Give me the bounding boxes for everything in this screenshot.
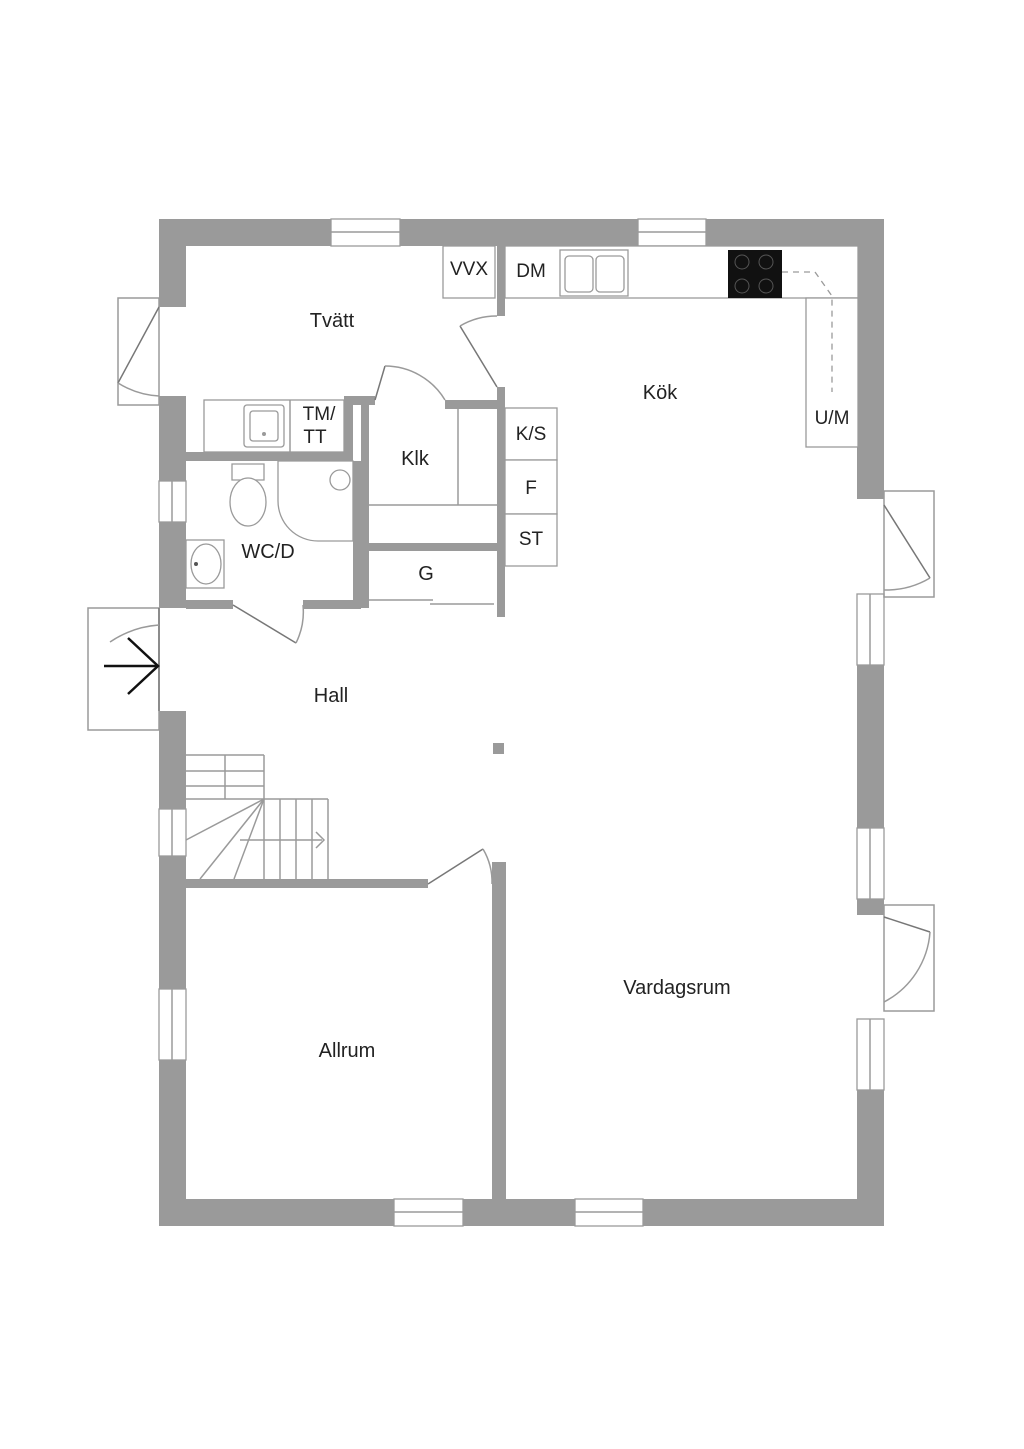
fixture-labels: VVX DM TM/ TT K/S F ST U/M — [303, 259, 850, 550]
label-tm: TM/ — [303, 404, 336, 425]
room-label-vardagsrum: Vardagsrum — [623, 977, 730, 999]
label-f: F — [525, 478, 537, 499]
room-label-allrum: Allrum — [319, 1040, 376, 1062]
interior-walls — [186, 246, 506, 1199]
exterior-doors — [87, 297, 935, 1012]
windows — [158, 218, 885, 1227]
exterior-walls — [159, 219, 884, 1226]
label-um: U/M — [815, 408, 850, 429]
room-label-kok: Kök — [643, 382, 678, 404]
label-ks: K/S — [516, 424, 547, 445]
room-label-tvatt: Tvätt — [310, 310, 355, 332]
room-label-g: G — [418, 563, 434, 585]
kitchen-fixtures — [442, 245, 859, 567]
closet-shelves — [369, 409, 497, 506]
stairs — [185, 754, 329, 880]
room-label-klk: Klk — [401, 448, 430, 470]
interior-doors — [232, 315, 498, 885]
entry-arrow-icon — [104, 637, 160, 695]
stove-icon — [728, 250, 782, 298]
label-tt: TT — [303, 427, 327, 448]
laundry-fixtures — [203, 399, 345, 453]
room-label-wc-d: WC/D — [241, 541, 294, 563]
bathroom-fixtures — [185, 460, 354, 589]
label-dm: DM — [516, 261, 546, 282]
label-vvx: VVX — [450, 259, 488, 280]
label-st: ST — [519, 529, 544, 550]
room-label-hall: Hall — [314, 685, 348, 707]
toilet-icon — [231, 463, 265, 481]
room-labels: Tvätt Kök Klk WC/D G Hall Allrum Vardags… — [241, 310, 730, 1062]
